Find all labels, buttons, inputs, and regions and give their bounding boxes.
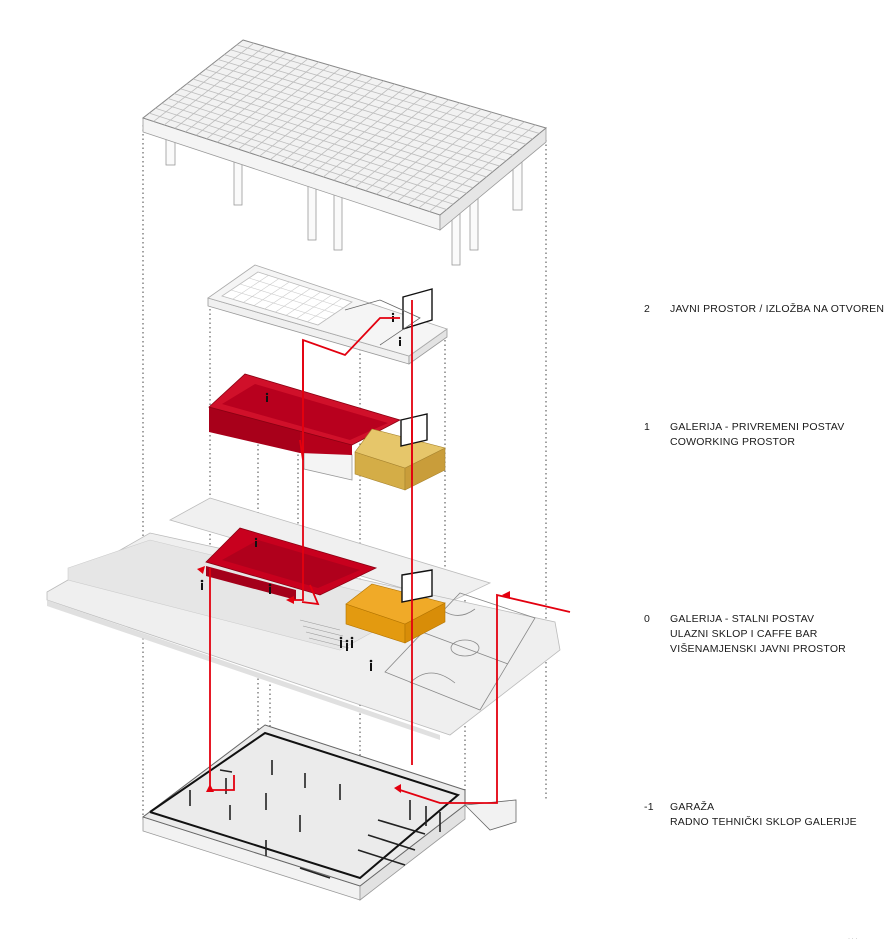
level-1 bbox=[208, 373, 446, 491]
basketball-court bbox=[384, 592, 536, 711]
stair-core-l2 bbox=[402, 288, 433, 330]
garage-walls bbox=[189, 760, 441, 879]
level-0-line-2: ULAZNI SKLOP I CAFFE BAR bbox=[670, 628, 818, 640]
level-2-line-1: JAVNI PROSTOR / IZLOŽBA NA OTVORENOME bbox=[670, 303, 884, 315]
level-2-terrace bbox=[207, 264, 448, 365]
level-0-number: 0 bbox=[644, 613, 651, 625]
level-1-number: 1 bbox=[644, 421, 651, 433]
level-0-ground bbox=[46, 312, 561, 740]
stair-core-l1 bbox=[400, 413, 428, 447]
level-minus1-number: -1 bbox=[644, 801, 654, 813]
circulation-arrows bbox=[197, 566, 510, 793]
level-0-line-1: GALERIJA - STALNI POSTAV bbox=[670, 613, 815, 625]
circulation-path bbox=[209, 300, 571, 804]
roof-canopy bbox=[141, 39, 548, 266]
level-0-line-3: VIŠENAMJENSKI JAVNI PROSTOR bbox=[670, 643, 846, 655]
gallery-permanent-front bbox=[206, 566, 296, 600]
garage-slab bbox=[141, 724, 466, 887]
stair-core-l0 bbox=[401, 569, 433, 603]
level-minus1-garage bbox=[141, 724, 517, 901]
people-figures bbox=[200, 312, 402, 671]
level-2-number: 2 bbox=[644, 303, 651, 315]
gallery-temporary-front bbox=[209, 407, 300, 453]
level-1-line-2: COWORKING PROSTOR bbox=[670, 436, 796, 448]
level-minus1-line-2: RADNO TEHNIČKI SKLOP GALERIJE bbox=[670, 816, 857, 828]
level-minus1-line-1: GARAŽA bbox=[670, 801, 715, 813]
level-1-line-1: GALERIJA - PRIVREMENI POSTAV bbox=[670, 421, 845, 433]
svg-text:· · ·: · · · bbox=[848, 936, 857, 942]
